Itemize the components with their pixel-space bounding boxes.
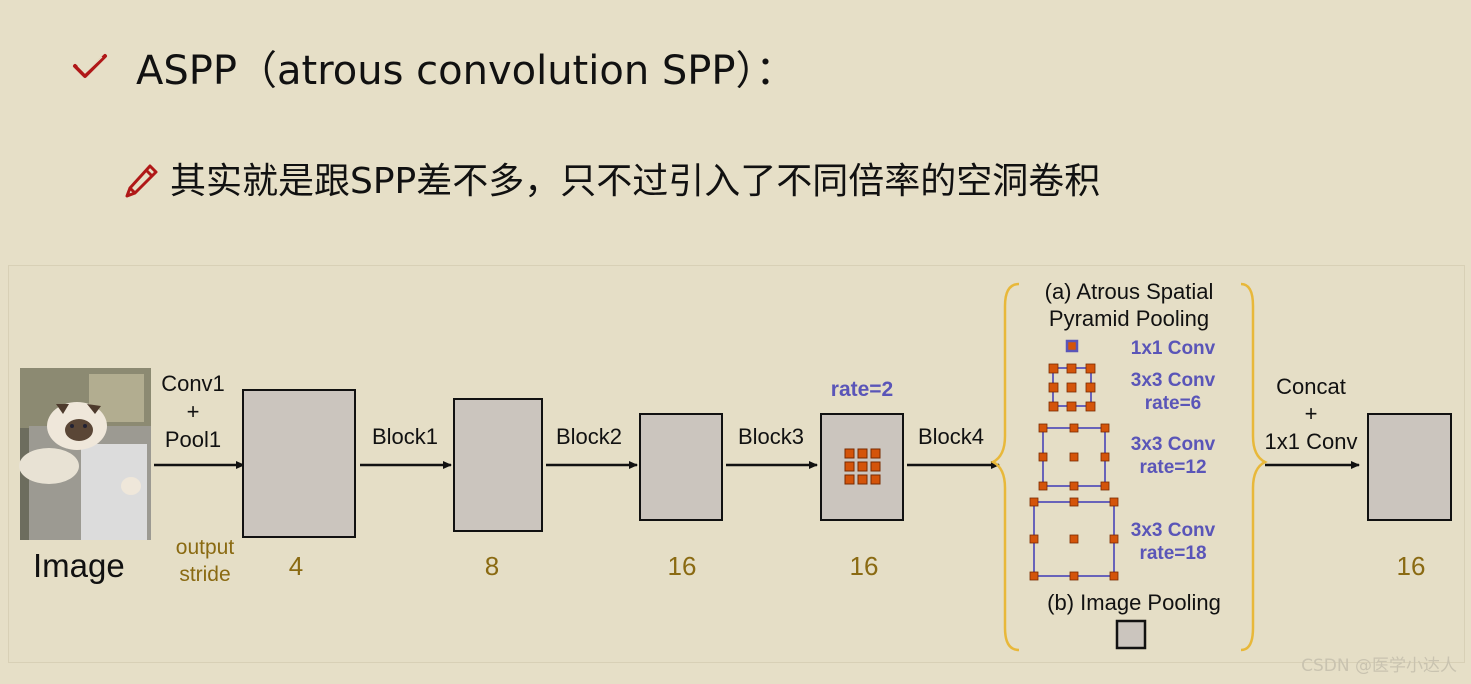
kernel-3x3-rate18 [1029,497,1119,581]
image-pooling-label: (b) Image Pooling [1047,590,1221,615]
image-label: Image [33,547,125,584]
slide-title: ASPP（atrous convolution SPP）： [136,48,796,94]
branch2-label-1: 3x3 Conv [1131,370,1216,391]
block2-label: Block2 [556,424,622,449]
pencil-icon [125,164,158,198]
bullet-aspp: ASPP（atrous convolution SPP）： [72,42,796,94]
aspp-title-1: (a) Atrous Spatial [1045,279,1214,304]
watermark: CSDN @医学小达人 [1301,656,1457,676]
output-stride-label-1: output [176,536,235,559]
rate2-label: rate=2 [831,378,893,401]
aspp-title-2: Pyramid Pooling [1049,306,1209,331]
output-stride-label-2: stride [179,563,230,586]
feature-map-2 [453,398,543,532]
input-image [19,368,151,540]
feature-map-1 [242,389,356,538]
feature-map-4 [820,413,904,521]
block1-label: Block1 [372,424,438,449]
block3-label: Block3 [738,424,804,449]
bullet-description: 其实就是跟SPP差不多，只不过引入了不同倍率的空洞卷积 [122,150,1100,206]
dilated-kernel-rate2 [844,448,881,485]
aspp-right-brace [1240,282,1268,652]
concat-label-2: + [1305,401,1318,426]
image-pooling-box [1115,619,1147,650]
block4-label: Block4 [918,424,984,449]
branch3-label-1: 3x3 Conv [1131,434,1216,455]
stem-label-conv1: Conv1 [161,371,225,396]
feature-map-3 [639,413,723,521]
branch2-label-2: rate=6 [1145,393,1202,414]
feature-map-output [1367,413,1452,521]
stride-16-c: 16 [1397,551,1426,581]
stem-label-pool1: Pool1 [165,427,221,452]
stride-16-b: 16 [850,551,879,581]
branch3-label-2: rate=12 [1139,457,1206,478]
concat-label-1: Concat [1276,374,1346,399]
branch4-label-2: rate=18 [1139,543,1206,564]
stride-4: 4 [289,551,303,581]
slide-subtitle: 其实就是跟SPP差不多，只不过引入了不同倍率的空洞卷积 [170,161,1101,202]
checkmark-icon [73,54,107,78]
stride-16-a: 16 [668,551,697,581]
kernel-3x3-rate12 [1038,423,1110,491]
concat-label-3: 1x1 Conv [1265,429,1358,454]
stride-8: 8 [485,551,499,581]
kernel-3x3-rate6 [1048,363,1096,412]
diagram-canvas: Image Conv1 + Pool1 output stride Block1… [19,279,1452,652]
kernel-1x1 [1065,339,1079,353]
deeplab-aspp-diagram: Image Conv1 + Pool1 output stride Block1… [8,265,1465,663]
branch1-label: 1x1 Conv [1131,338,1216,359]
stem-label-plus: + [187,399,200,424]
branch4-label-1: 3x3 Conv [1131,520,1216,541]
aspp-left-brace [990,282,1020,652]
